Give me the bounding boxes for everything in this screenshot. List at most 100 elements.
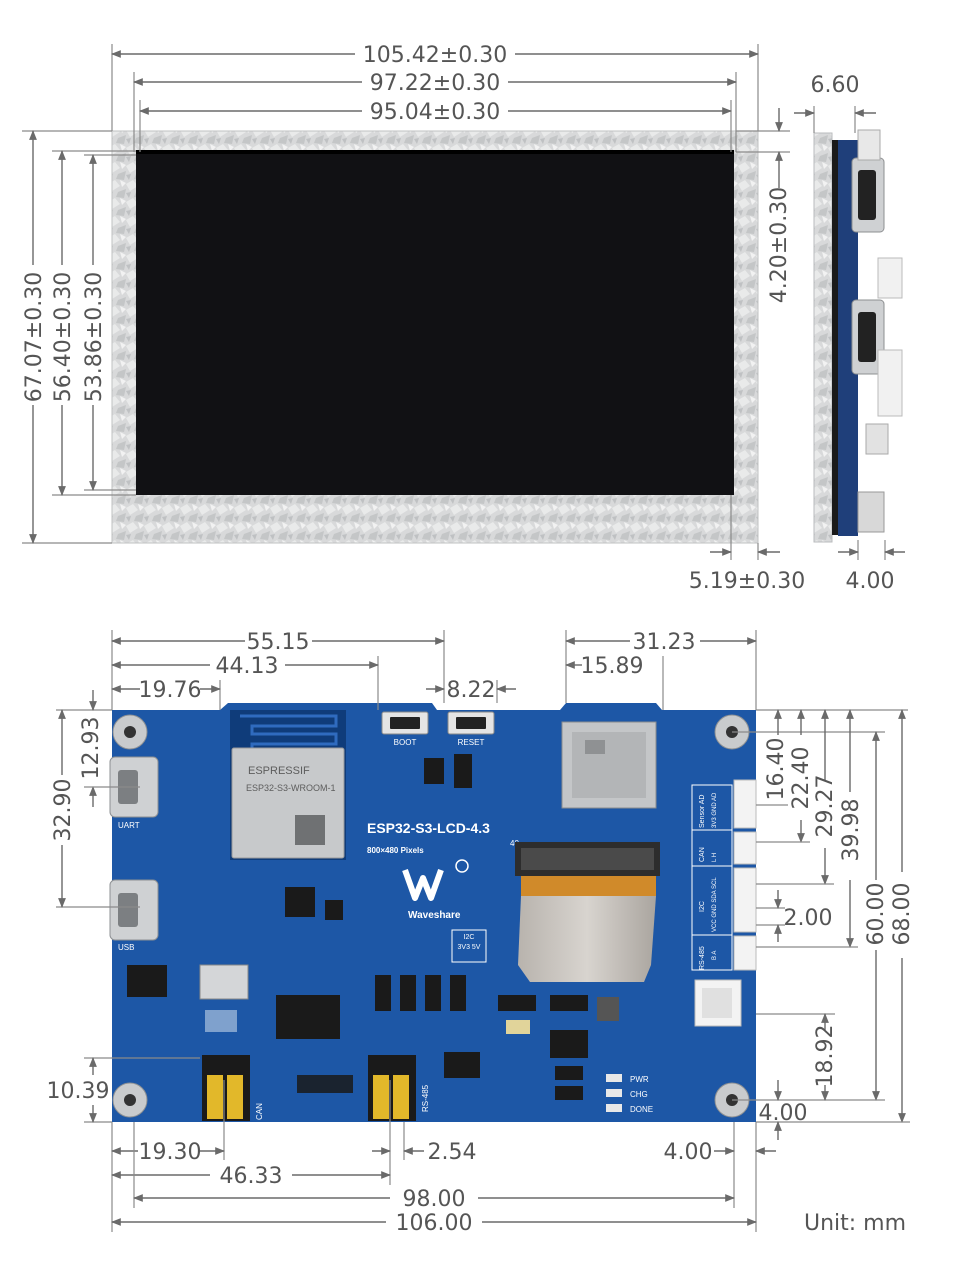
usb-c-usb: USB: [109, 879, 159, 952]
waveshare-logo: Waveshare: [402, 859, 469, 921]
dim-label: 4.00: [846, 569, 895, 594]
dim-pcb-offset: 4.00: [838, 540, 905, 594]
dim-label: 53.86±0.30: [82, 272, 107, 402]
dim-thickness: 6.60: [794, 73, 876, 133]
pwr-label: PWR: [630, 1075, 649, 1084]
side-connector-3: [865, 423, 889, 455]
usb-label: USB: [118, 943, 134, 952]
dim-bezel-height: 56.40±0.30: [51, 150, 136, 496]
side-view: 6.60 4.00: [794, 73, 905, 594]
boot-button: BOOT: [381, 711, 429, 747]
side-usb-c-2-port: [858, 312, 876, 362]
chg-label: CHG: [630, 1090, 648, 1099]
front-view: 105.42±0.30 97.22±0.30 95.04±0.30 67.07±…: [22, 43, 805, 594]
unit-label: Unit: mm: [804, 1211, 906, 1236]
sensor-pins: 3V3 GND AD: [712, 792, 718, 828]
dim-label: 39.98: [839, 799, 864, 862]
status-leds: PWR CHG DONE: [606, 1074, 653, 1114]
sd-card-slot: [561, 721, 657, 809]
dim-label: 29.27: [813, 775, 838, 838]
dim-label: 67.07±0.30: [22, 272, 47, 402]
dim-overall-width: 105.42±0.30: [111, 43, 759, 131]
reset-button: RESET: [447, 711, 495, 747]
i2c-small-label: I2C: [464, 934, 475, 941]
dim-active-height: 53.86±0.30: [82, 154, 136, 491]
dim-label: 4.00: [664, 1140, 713, 1165]
done-label: DONE: [630, 1105, 653, 1114]
side-usb-c-1-port: [858, 170, 876, 220]
dim-label: 32.90: [51, 779, 76, 842]
i2c-voltage-box: I2C 3V3 5V: [451, 929, 487, 963]
rs485-terminal-label: RS-485: [421, 1084, 430, 1112]
right-connectors: Sensor AD 3V3 GND AD CAN L H I2C VCC GND…: [691, 779, 757, 1027]
dim-label: 6.60: [811, 73, 860, 98]
model-text: ESP32-S3-LCD-4.3: [367, 820, 490, 836]
rs485-connector-label: RS-485: [699, 946, 706, 970]
side-pcb: [838, 140, 858, 536]
dim-label: 19.30: [139, 1140, 202, 1165]
boot-label: BOOT: [394, 738, 417, 747]
fpc-pin-label: 40: [510, 839, 519, 848]
dim-label: 46.33: [220, 1164, 283, 1189]
dim-label: 16.40: [764, 738, 789, 801]
side-connector-1: [877, 257, 903, 299]
dim-label: 10.39: [47, 1079, 110, 1104]
dim-label: 4.20±0.30: [767, 187, 792, 303]
dim-label: 31.23: [633, 630, 696, 655]
can-terminal: CAN: [202, 1055, 264, 1121]
can-connector-pins: L H: [712, 853, 718, 862]
dim-label: 95.04±0.30: [370, 100, 500, 125]
module-brand-text: ESPRESSIF: [248, 765, 310, 777]
pcb-components: [127, 754, 619, 1100]
dim-label: 18.92: [813, 1025, 838, 1088]
rs485-terminal: RS-485: [368, 1055, 430, 1121]
module-qr-code: [295, 815, 325, 845]
screen-active-area: [136, 152, 734, 495]
dim-label: 68.00: [890, 883, 915, 946]
dim-label: 22.40: [789, 747, 814, 810]
side-glass: [832, 140, 838, 535]
resolution-text: 800×480 Pixels: [367, 846, 424, 855]
sensor-label: Sensor AD: [699, 795, 706, 828]
dim-right-offset: 5.19±0.30: [689, 495, 805, 594]
can-connector-label: CAN: [699, 847, 706, 862]
dim-label: 2.54: [428, 1140, 477, 1165]
dim-label: 56.40±0.30: [51, 272, 76, 402]
dim-label: 8.22: [447, 678, 496, 703]
dim-bezel-width: 97.22±0.30: [133, 71, 737, 152]
module-name-text: ESP32-S3-WROOM-1: [246, 783, 336, 793]
dim-label: 44.13: [216, 654, 279, 679]
dim-label: 105.42±0.30: [363, 43, 507, 68]
dim-label: 98.00: [403, 1187, 466, 1212]
dim-label: 19.76: [139, 678, 202, 703]
side-jack: [857, 491, 885, 533]
dim-label: 60.00: [864, 883, 889, 946]
can-terminal-label: CAN: [255, 1103, 264, 1120]
dim-label: 15.89: [581, 654, 644, 679]
dim-label: 106.00: [396, 1211, 473, 1236]
i2c-connector-pins: VCC GND SDA SCL: [712, 877, 718, 932]
side-metal: [813, 132, 833, 543]
dim-label: 4.00: [759, 1101, 808, 1126]
rs485-connector-pins: B A: [712, 951, 718, 960]
dim-overall-height: 67.07±0.30: [22, 130, 112, 544]
back-view: ESPRESSIF ESP32-S3-WROOM-1 BOOT RESET UA…: [47, 630, 915, 1236]
reset-label: RESET: [458, 738, 485, 747]
dim-label: 55.15: [247, 630, 310, 655]
dim-active-width: 95.04±0.30: [139, 100, 732, 152]
voltage-label: 3V3 5V: [458, 944, 481, 951]
dim-label: 5.19±0.30: [689, 569, 805, 594]
i2c-connector-label: I2C: [699, 901, 706, 912]
dim-label: 12.93: [79, 717, 104, 780]
esp32-module: ESPRESSIF ESP32-S3-WROOM-1: [230, 710, 346, 860]
side-tab: [857, 129, 881, 161]
uart-label: UART: [118, 821, 140, 830]
back-dims: 55.15 44.13 19.76 8.22 31.23 15.89: [47, 630, 915, 1236]
fpc-ribbon-cable: [515, 842, 660, 982]
side-connector-2: [877, 349, 903, 417]
screen-bezel-line: [136, 150, 734, 154]
dim-label: 2.00: [784, 906, 833, 931]
brand-text: Waveshare: [408, 910, 461, 921]
dim-label: 97.22±0.30: [370, 71, 500, 96]
